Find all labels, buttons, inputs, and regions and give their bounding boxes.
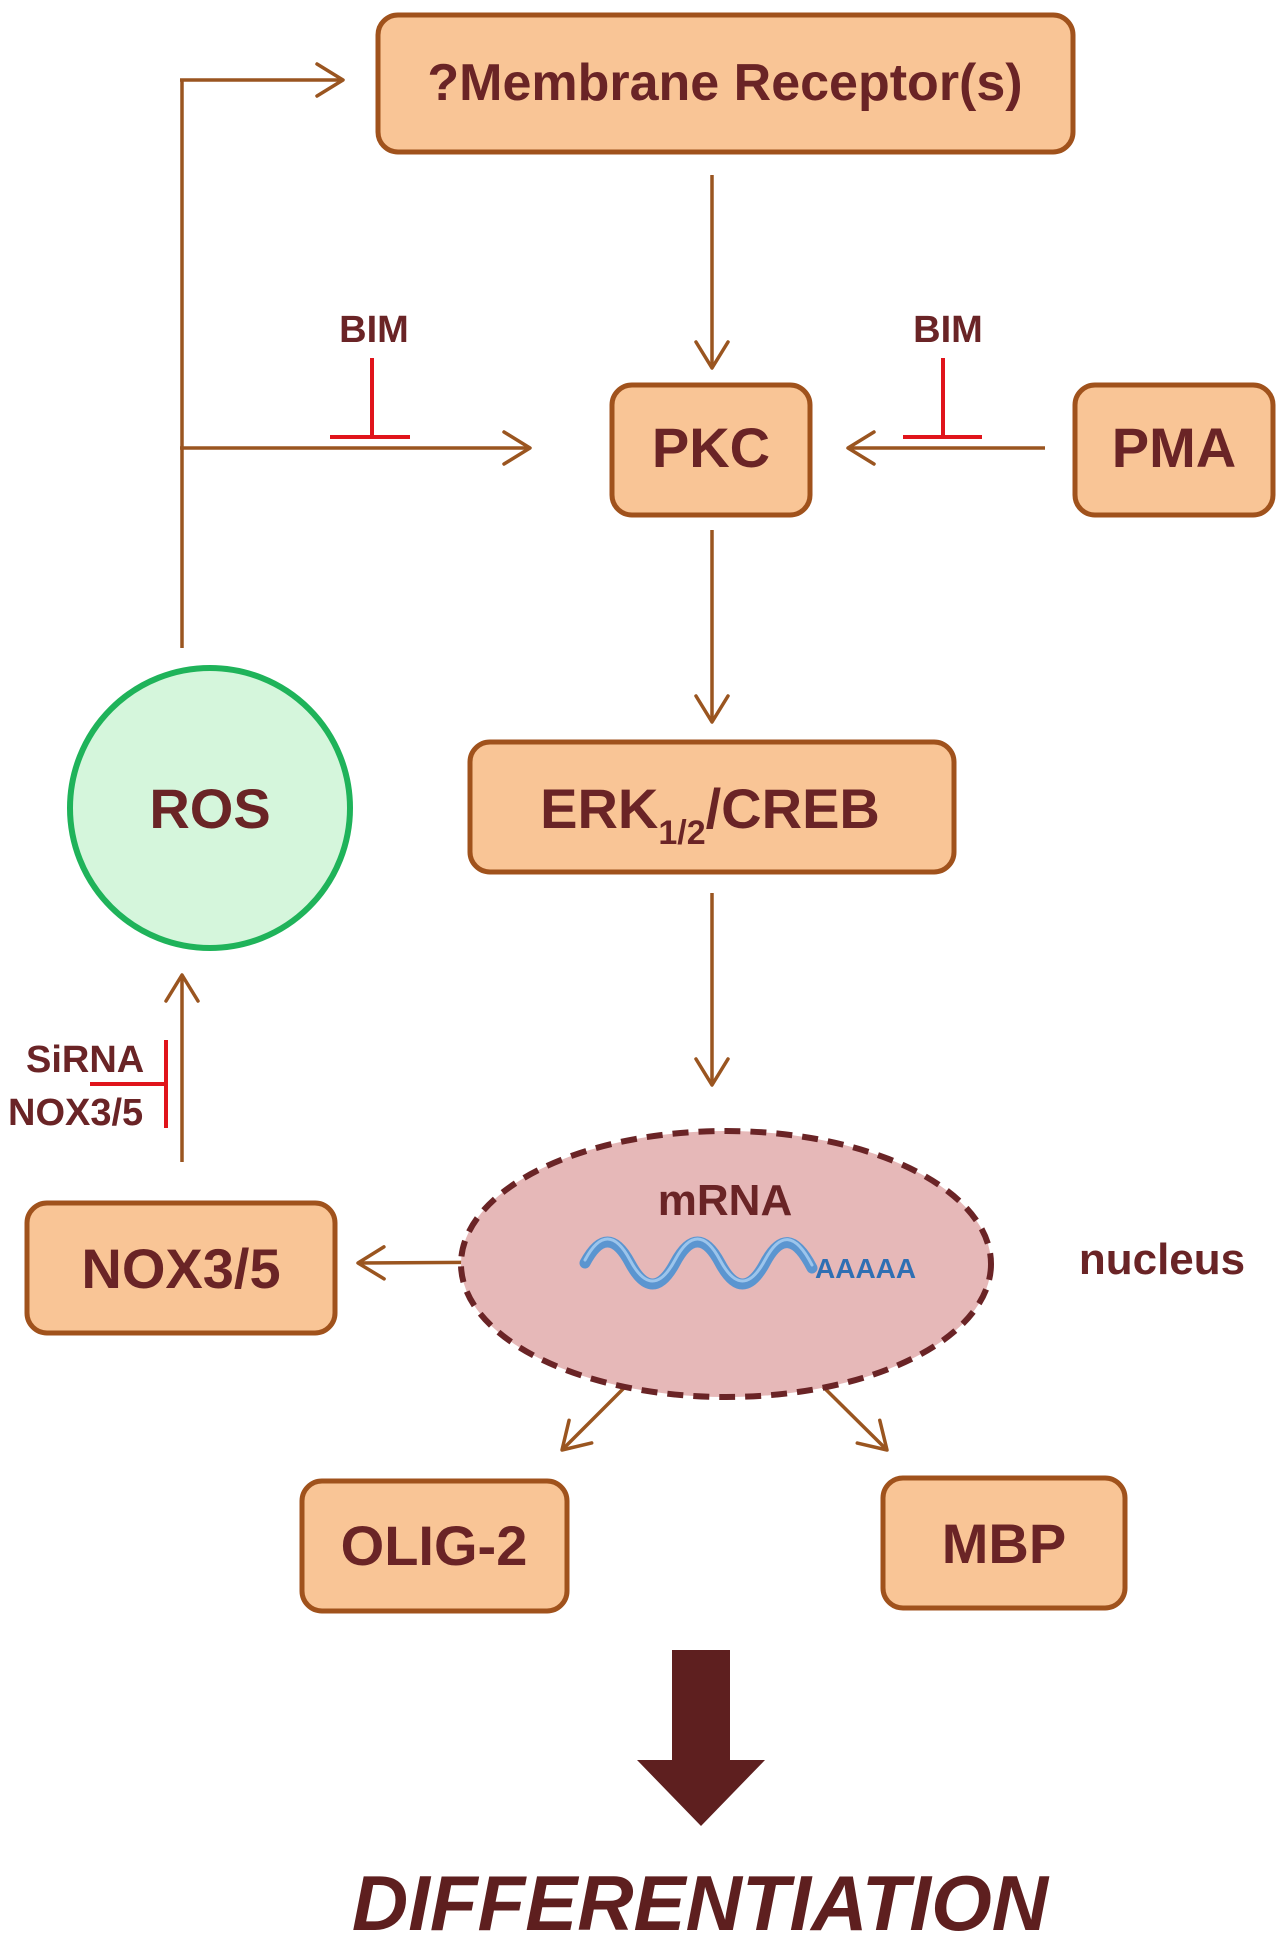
inhibition-sirna <box>90 1040 168 1128</box>
mrna-strand <box>579 1236 818 1290</box>
inhibition-bim-left <box>330 358 410 439</box>
membrane-receptor-label: ?Membrane Receptor(s) <box>427 54 1022 112</box>
mbp-box <box>880 1475 1128 1611</box>
mrna-label: mRNA <box>658 1176 792 1225</box>
bim-left-label: BIM <box>339 309 409 351</box>
sirna-label: SiRNA <box>26 1039 144 1081</box>
olig2-label: OLIG-2 <box>341 1514 528 1577</box>
pkc-box <box>609 382 813 518</box>
sirna-target-label: NOX3/5 <box>8 1092 143 1134</box>
membrane-receptor-box <box>375 12 1076 155</box>
inhibition-bim-right <box>903 358 982 439</box>
ros-circle <box>67 665 353 951</box>
bim-right-label: BIM <box>913 309 983 351</box>
mrna-strand-highlight <box>583 1237 814 1283</box>
erk-creb-label: ERK1/2/CREB <box>540 777 880 852</box>
differentiation-arrow <box>637 1650 765 1826</box>
polya-tail-label: AAAAA <box>815 1253 916 1284</box>
pma-box <box>1072 382 1276 518</box>
pkc-label: PKC <box>652 416 770 479</box>
ros-label: ROS <box>149 777 270 840</box>
nucleus-label: nucleus <box>1079 1235 1245 1284</box>
mbp-label: MBP <box>942 1512 1066 1575</box>
pma-label: PMA <box>1112 416 1236 479</box>
erk-creb-box <box>467 739 957 875</box>
nox-label: NOX3/5 <box>81 1237 280 1300</box>
olig2-box <box>299 1478 570 1614</box>
nox-box <box>24 1200 338 1336</box>
differentiation-label: DIFFERENTIATION <box>352 1859 1050 1944</box>
